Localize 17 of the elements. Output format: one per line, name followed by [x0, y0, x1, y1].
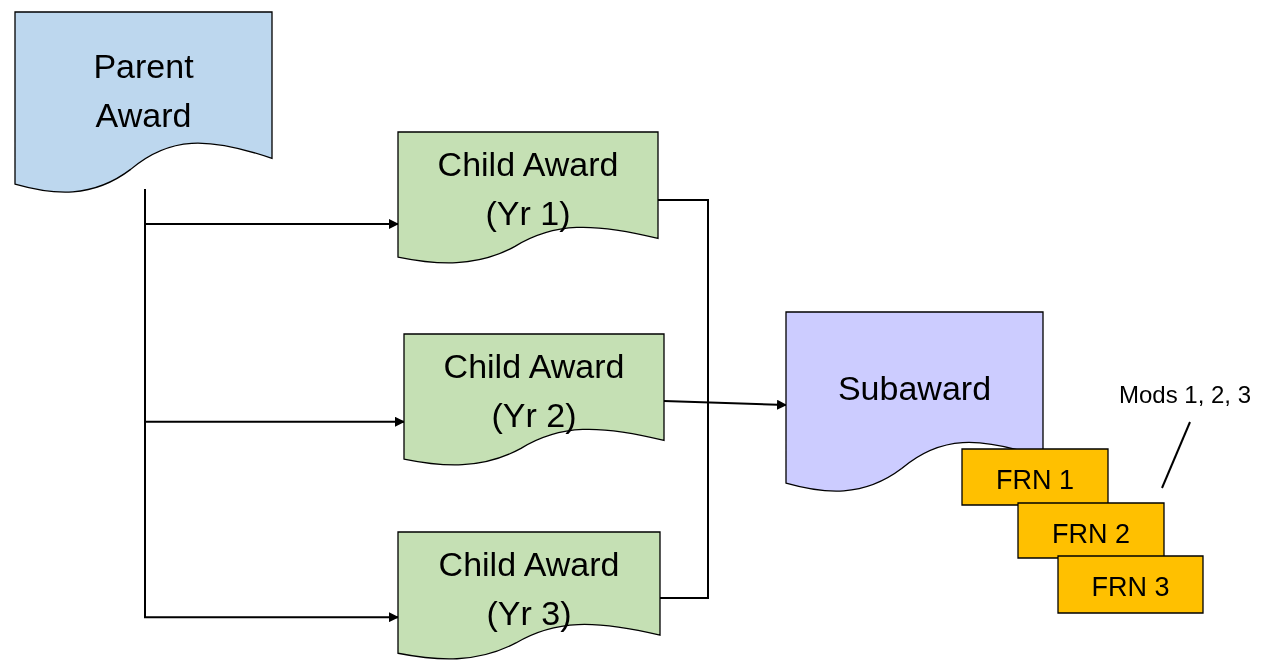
node-label: Child Award (Yr 1) — [436, 144, 620, 235]
node-label: Child Award (Yr 3) — [437, 544, 621, 635]
document-shape — [404, 334, 664, 467]
document-shape — [398, 132, 658, 265]
process-box — [1018, 503, 1164, 558]
annotation-text: Mods 1, 2, 3 — [1117, 380, 1253, 410]
node-label: FRN 2 — [1051, 518, 1131, 551]
node-label: FRN 3 — [1090, 571, 1171, 604]
process-box — [962, 449, 1108, 505]
document-shape — [15, 12, 272, 195]
node-label: Subaward — [836, 368, 993, 409]
node-label: Parent Award — [92, 46, 195, 137]
node-label: Child Award (Yr 2) — [442, 346, 626, 437]
leader-line — [1161, 421, 1191, 489]
document-shape — [398, 532, 660, 661]
node-label: FRN 1 — [995, 464, 1075, 497]
process-box — [1058, 556, 1203, 613]
